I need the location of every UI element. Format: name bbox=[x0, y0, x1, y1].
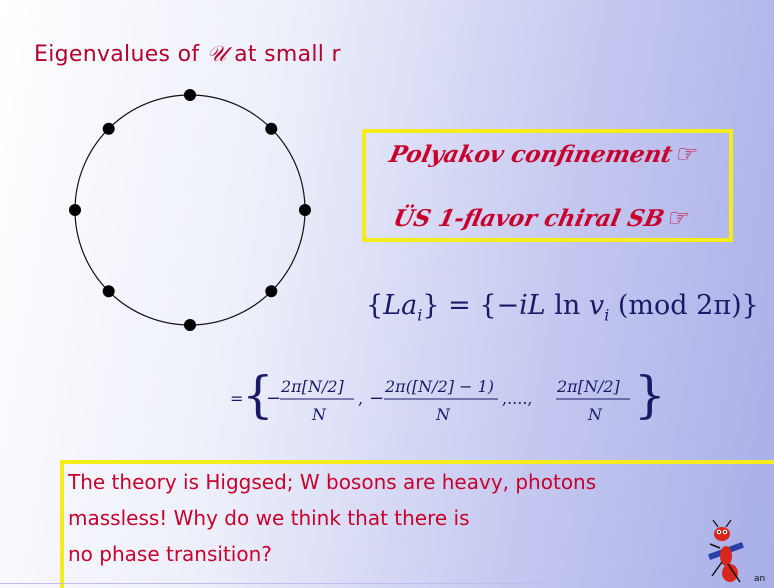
eq2-minus: − bbox=[369, 388, 384, 409]
eq2-term1-den: N bbox=[311, 405, 327, 424]
callout-box bbox=[362, 129, 733, 242]
slide-title: Eigenvalues of 𝒰 at small r bbox=[34, 42, 341, 67]
eq2-term2-den: N bbox=[435, 405, 451, 424]
eigenvalue-dot bbox=[69, 204, 81, 216]
eigenvalue-dot bbox=[299, 204, 311, 216]
callout-polyakov: Polyakov confinement☞ bbox=[387, 140, 701, 168]
eq1-equals: = bbox=[439, 290, 480, 321]
eq2-ellipsis: ,...., bbox=[502, 389, 533, 408]
eigenvalue-dot bbox=[265, 285, 278, 298]
conclusion-box bbox=[60, 460, 774, 588]
eq1-il: iL bbox=[519, 290, 546, 321]
eq1-sub-i: i bbox=[604, 305, 610, 325]
callout-chiral: ÜS 1-flavor chiral SB☞ bbox=[391, 204, 692, 232]
eq1-mod: (mod 2π)} bbox=[609, 290, 759, 321]
eigenvalue-circle-diagram bbox=[69, 89, 311, 331]
eq2-equals: = bbox=[230, 389, 243, 408]
eq1-la: La bbox=[383, 290, 418, 321]
eq1-brace: {− bbox=[479, 290, 520, 321]
ant-mascot-icon bbox=[708, 519, 744, 583]
eq2-minus: − bbox=[266, 388, 281, 409]
eigenvalue-dot bbox=[102, 285, 115, 298]
eq2-open-brace: { bbox=[242, 366, 274, 424]
eq2-term3-den: N bbox=[587, 405, 603, 424]
eq1-ln: ln bbox=[545, 290, 589, 321]
title-prefix: Eigenvalues of bbox=[34, 42, 207, 67]
eigenvalue-dot bbox=[184, 89, 196, 101]
mascot-label: an bbox=[754, 574, 766, 584]
conclusion-line-3: no phase transition? bbox=[68, 542, 272, 566]
title-symbol: 𝒰 bbox=[206, 42, 227, 67]
equation-1: {Lai} = {−iL ln vi (mod 2π)} bbox=[366, 290, 759, 324]
eq1-brace: { bbox=[366, 290, 384, 321]
equation-2: = { − 2π[N/2] N , − 2π([N/2] − 1) N ,...… bbox=[230, 366, 666, 424]
conclusion-line-2: massless! Why do we think that there is bbox=[68, 506, 470, 530]
eq2-close-brace: } bbox=[634, 366, 666, 424]
eigenvalue-dot bbox=[265, 122, 278, 135]
callout-polyakov-text: Polyakov confinement bbox=[387, 141, 675, 168]
eigenvalue-dot bbox=[184, 319, 196, 331]
footer-divider bbox=[0, 583, 560, 584]
eigenvalue-dot bbox=[102, 122, 115, 135]
eq2-term1-num: 2π[N/2] bbox=[280, 377, 345, 396]
eq1-sub-i: i bbox=[417, 305, 423, 325]
eq2-term2-num: 2π([N/2] − 1) bbox=[384, 377, 494, 396]
eq1-brace: } bbox=[422, 290, 440, 321]
eq2-comma: , bbox=[358, 389, 363, 408]
callout-chiral-text: ÜS 1-flavor chiral SB bbox=[391, 205, 667, 232]
title-suffix: at small r bbox=[226, 42, 341, 67]
conclusion-line-1: The theory is Higgsed; W bosons are heav… bbox=[68, 470, 597, 494]
eq1-v: v bbox=[588, 290, 605, 321]
eq2-term3-num: 2π[N/2] bbox=[556, 377, 621, 396]
